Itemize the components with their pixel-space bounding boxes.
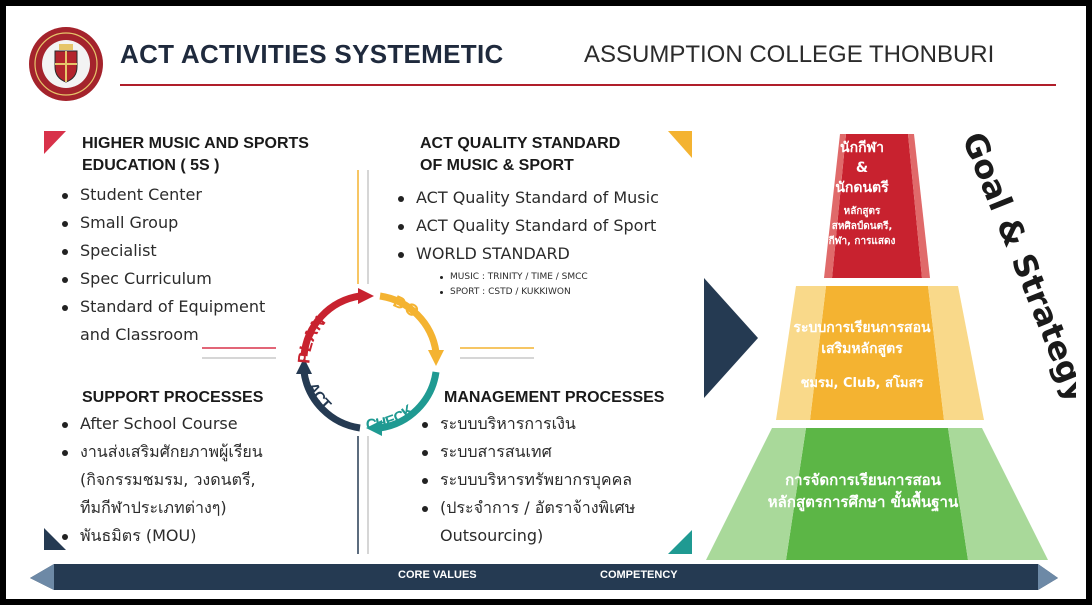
sub-list-item: SPORT : CSTD / KUKKIWON [436,285,588,300]
pyramid-bottom-tier [786,428,968,560]
plan-arc [300,292,361,357]
list-item: (ประจำการ / อัตราจ้างพิเศษ Outsourcing) [416,494,635,550]
pyramid-middle-detail: ชมรม, Club, สโมสร [800,376,924,391]
list-item: ACT Quality Standard of Sport [392,212,659,240]
list-item-continuation: and Classroom [80,325,199,344]
list-item: ระบบสารสนเทศ [416,438,635,466]
support-processes-heading: SUPPORT PROCESSES [82,389,264,406]
decoration-layer [30,131,1058,590]
pyramid-top-title: & [855,160,869,176]
list-item: Student Center [56,181,265,209]
plan-label: PLAN [294,313,329,365]
list-item-continuation: ทีมกีฬาประเภทต่างๆ) [80,498,227,517]
list-item: Small Group [56,209,265,237]
higher-education-heading: HIGHER MUSIC AND SPORTS EDUCATION ( 5S ) [82,133,309,177]
core-values-label: CORE VALUES [398,569,477,581]
list-item: ACT Quality Standard of Music [392,184,659,212]
corner-triangle-orange [668,131,692,158]
pdca-cycle: PLAN DO CHECK ACT [294,288,444,436]
pyramid-top-title: นักกีฬา [840,140,884,156]
list-item-text: Standard of Equipment [80,297,266,316]
list-item-continuation: (กิจกรรมชมรม, วงดนตรี, [80,470,256,489]
higher-education-list: Student Center Small Group Specialist Sp… [56,181,265,349]
pyramid-top-title: นักดนตรี [835,180,889,196]
heading-line: ACT QUALITY STANDARD [420,135,621,152]
title-underline [120,84,1056,86]
college-name: ASSUMPTION COLLEGE THONBURI [584,41,995,68]
act-arc [300,371,361,432]
heading-line: EDUCATION ( 5S ) [82,157,220,174]
competency-label: COMPETENCY [600,569,678,581]
list-item-continuation: Outsourcing) [440,526,544,545]
do-arc [379,292,440,353]
pyramid-top-tier [832,134,922,278]
list-item: Standard of Equipment and Classroom [56,293,265,349]
pyramid-middle-text: ระบบการเรียนการสอน เสริมหลักสูตร ชมรม, C… [762,318,962,394]
list-item-text: งานส่งเสริมศักยภาพผู้เรียน [80,442,263,461]
main-title: ACT ACTIVITIES SYSTEMETIC [120,39,504,69]
pyramid-top-text: นักกีฬา & นักดนตรี หลักสูตร สหศิลป์ดนตรี… [784,138,940,249]
sub-list-item: MUSIC : TRINITY / TIME / SMCC [436,270,588,285]
corner-triangle-navy [44,528,66,550]
foundation-bar [30,564,1058,590]
do-arrowhead-icon [428,350,444,366]
diagram-frame: ACT ACTIVITIES SYSTEMETIC ASSUMPTION COL… [6,6,1086,599]
plan-arrowhead-icon [358,288,374,304]
list-item: ระบบบริหารทรัพยากรบุคคล [416,466,635,494]
act-arrowhead-icon [296,358,312,374]
pyramid-middle-tier [810,286,944,420]
goal-pyramid [706,134,1048,560]
list-item-text: (ประจำการ / อัตราจ้างพิเศษ [440,498,636,517]
check-arrowhead-icon [366,420,382,436]
svg-text:Goal & Strategy: Goal & Strategy [955,127,1076,408]
management-processes-heading: MANAGEMENT PROCESSES [444,389,665,406]
world-standard-sublist: MUSIC : TRINITY / TIME / SMCC SPORT : CS… [436,270,588,300]
list-item: Spec Curriculum [56,265,265,293]
goal-strategy-label: Goal & Strategy [955,127,1076,408]
management-processes-list: ระบบบริหารการเงิน ระบบสารสนเทศ ระบบบริหา… [416,410,635,550]
list-item: After School Course [56,410,263,438]
list-item: พันธมิตร (MOU) [56,522,263,550]
pyramid-top-detail: สหศิลป์ดนตรี, [831,221,893,232]
pyramid-bottom-text: การจัดการเรียนการสอน หลักสูตรการศึกษา ขั… [722,469,1004,513]
heading-line: HIGHER MUSIC AND SPORTS [82,135,309,152]
pyramid-top-detail: หลักสูตร [843,206,881,217]
list-item: งานส่งเสริมศักยภาพผู้เรียน (กิจกรรมชมรม, … [56,438,263,522]
pyramid-bottom-title: การจัดการเรียนการสอน [785,471,941,489]
college-seal-logo [29,27,103,101]
large-arrow-icon [704,278,758,398]
pyramid-top-detail: กีฬา, การแสดง [828,236,896,247]
corner-triangle-red [44,131,66,154]
list-item: WORLD STANDARD [392,240,659,268]
check-arc [379,371,440,432]
heading-line: OF MUSIC & SPORT [420,157,574,174]
support-processes-list: After School Course งานส่งเสริมศักยภาพผู… [56,410,263,550]
list-item: Specialist [56,237,265,265]
pyramid-bottom-title: หลักสูตรการศึกษา ขั้นพื้นฐาน [767,493,959,511]
quality-standard-list: ACT Quality Standard of Music ACT Qualit… [392,184,659,268]
check-label: CHECK [366,401,418,433]
list-item: ระบบบริหารการเงิน [416,410,635,438]
pyramid-middle-title: เสริมหลักสูตร [821,341,903,357]
corner-triangle-teal [668,530,692,554]
pyramid-middle-title: ระบบการเรียนการสอน [793,320,931,336]
quality-standard-heading: ACT QUALITY STANDARD OF MUSIC & SPORT [420,133,620,177]
